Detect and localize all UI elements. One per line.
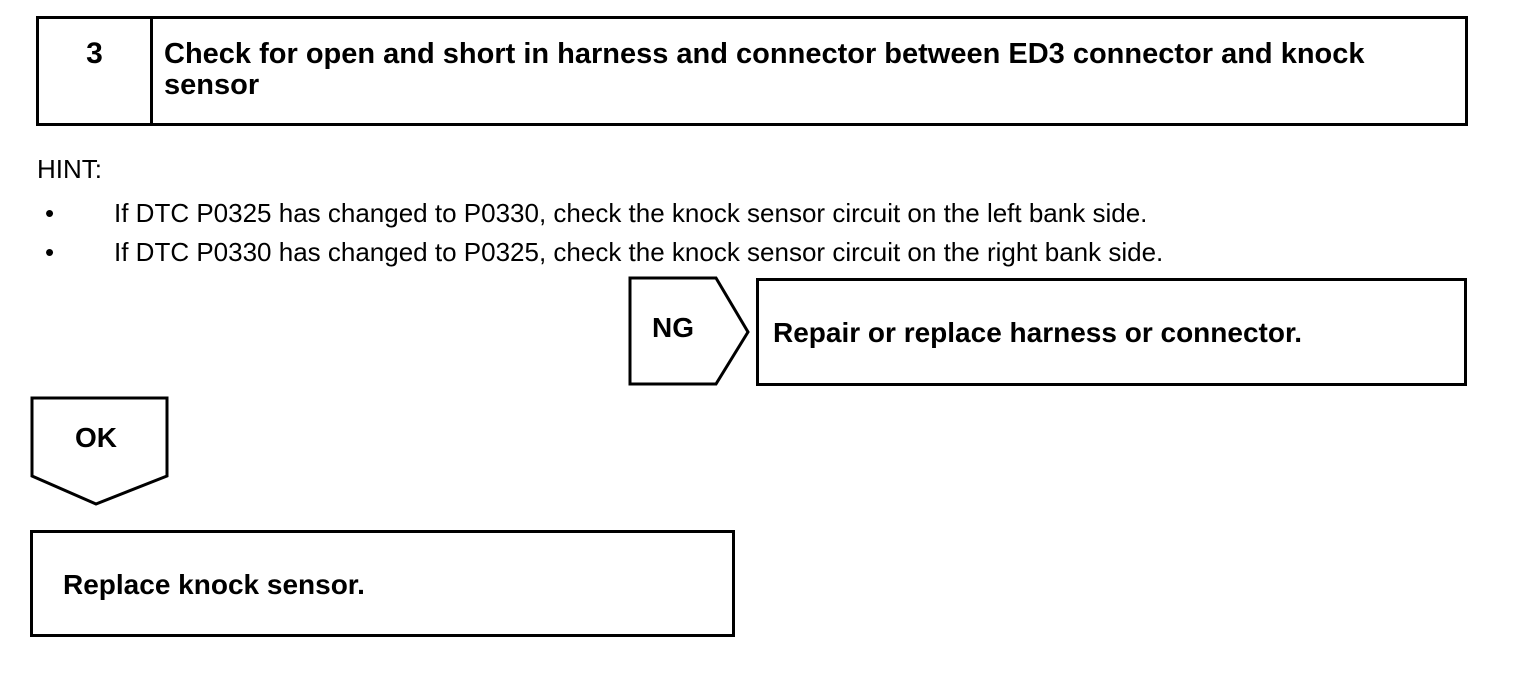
ok-down-arrow-icon (30, 396, 169, 506)
ng-label: NG (652, 312, 694, 343)
ok-result-text: Replace knock sensor. (63, 569, 365, 600)
step-title: Check for open and short in harness and … (164, 38, 1365, 101)
bullet-icon: • (45, 237, 55, 267)
ng-right-arrow-icon (628, 276, 750, 386)
step-divider (150, 19, 153, 123)
ok-result-box: Replace knock sensor. (30, 530, 735, 637)
hint-text: If DTC P0325 has changed to P0330, check… (114, 198, 1148, 228)
hint-label: HINT: (37, 154, 102, 184)
step-header-box: 3 Check for open and short in harness an… (36, 16, 1468, 126)
hint-text: If DTC P0330 has changed to P0325, check… (114, 237, 1164, 267)
ng-result-text: Repair or replace harness or connector. (773, 317, 1303, 348)
ok-label: OK (75, 422, 117, 453)
bullet-icon: • (45, 198, 55, 228)
step-number: 3 (86, 37, 103, 70)
ng-result-box: Repair or replace harness or connector. (756, 278, 1467, 386)
